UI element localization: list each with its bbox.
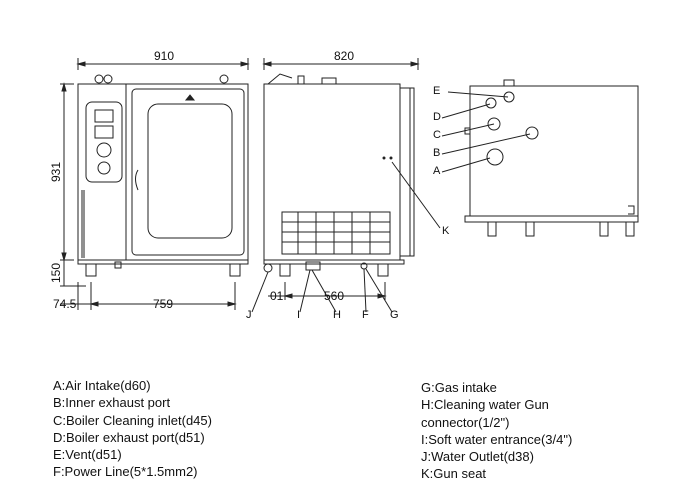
back-view: E D C B A bbox=[433, 79, 639, 237]
legend-item-i: I:Soft water entrance(3/4") bbox=[421, 431, 573, 447]
legend-item-d: D:Boiler exhaust port(d51) bbox=[53, 429, 205, 445]
legend-item-j: J:Water Outlet(d38) bbox=[421, 449, 534, 465]
dim-foot-offset: 74.5 bbox=[53, 297, 77, 311]
legend-item-g: G:Gas intake bbox=[421, 380, 497, 395]
marker-i: I bbox=[297, 309, 300, 321]
legend-right: G:Gas intake H:Cleaning water Gun connec… bbox=[421, 379, 572, 483]
legend-item-b: B:Inner exhaust port bbox=[53, 395, 171, 411]
marker-c: C bbox=[433, 129, 441, 141]
marker-a: A bbox=[433, 165, 441, 177]
legend-item-c: C:Boiler Cleaning inlet(d45) bbox=[53, 412, 212, 428]
front-view: 910 931 150 bbox=[49, 49, 250, 311]
marker-f: F bbox=[362, 309, 369, 321]
marker-g: G bbox=[390, 309, 399, 321]
marker-b: B bbox=[433, 147, 440, 159]
legend-item-h-cont: connector(1/2") bbox=[421, 414, 510, 430]
legend-item-e: E:Vent(d51) bbox=[53, 447, 122, 463]
marker-e: E bbox=[433, 85, 440, 97]
dim-side-width: 820 bbox=[334, 49, 354, 63]
dim-foot-span: 759 bbox=[153, 297, 173, 311]
legend-item-k: K:Gun seat bbox=[421, 466, 487, 482]
legend-item-h: H:Cleaning water Gun bbox=[421, 397, 549, 413]
marker-k: K bbox=[442, 225, 450, 237]
legend-left: A:Air Intake(d60) B:Inner exhaust port C… bbox=[53, 377, 212, 481]
marker-d: D bbox=[433, 111, 441, 123]
dim-foot-height: 150 bbox=[49, 263, 63, 283]
legend-item-f: F:Power Line(5*1.5mm2) bbox=[53, 464, 198, 480]
legend-item-a: A:Air Intake(d60) bbox=[53, 378, 151, 393]
side-view: 820 bbox=[246, 49, 450, 321]
marker-h: H bbox=[333, 309, 341, 321]
dim-front-width: 910 bbox=[154, 49, 174, 63]
marker-j: J bbox=[246, 309, 252, 321]
dim-side-partial: 01 bbox=[270, 289, 284, 303]
dim-height: 931 bbox=[49, 162, 63, 182]
technical-drawing: 910 931 150 bbox=[49, 49, 639, 321]
